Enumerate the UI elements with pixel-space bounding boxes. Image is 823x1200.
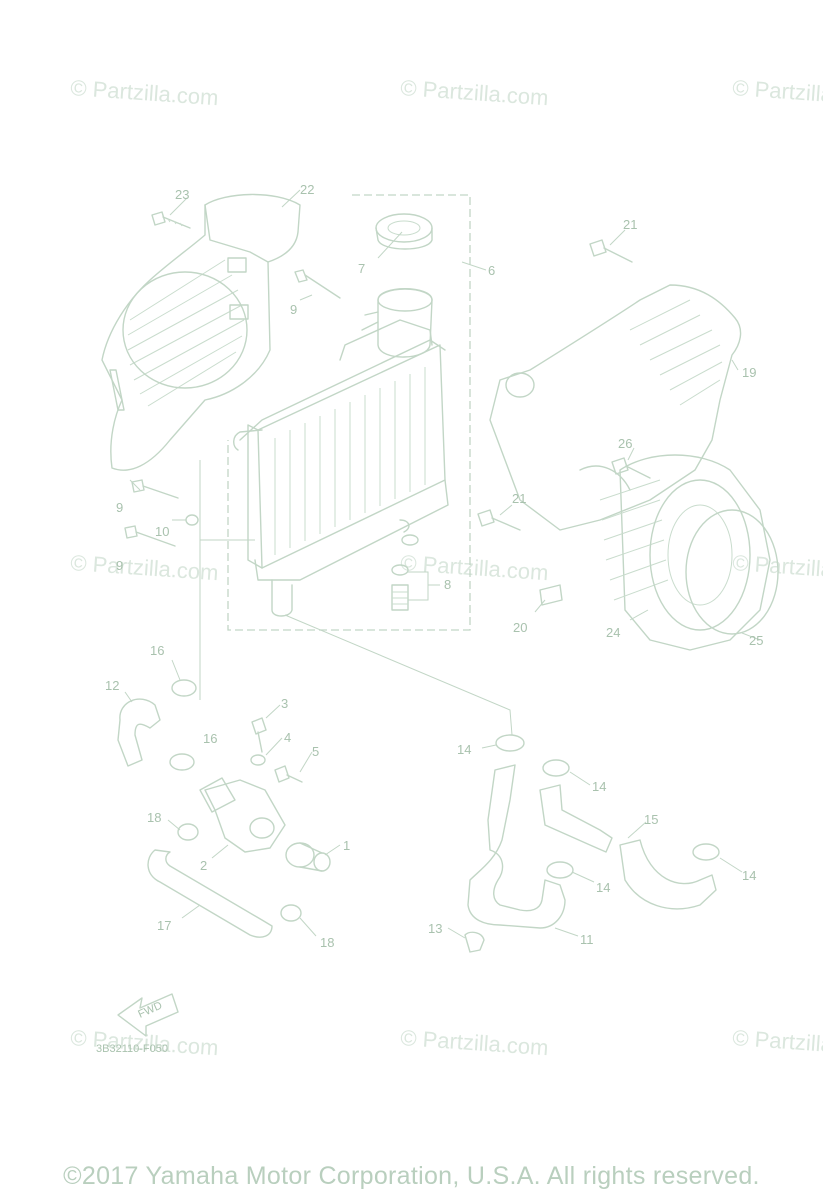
callout-26: 26 [618,436,632,451]
callout-14: 14 [592,779,606,794]
bolt-part-26 [611,457,651,479]
callout-24: 24 [606,625,620,640]
callout-1: 1 [343,838,350,853]
housing-part-19 [489,284,742,531]
shroud-part-24 [599,454,771,651]
callout-19: 19 [742,365,756,380]
callout-12: 12 [105,678,119,693]
callout-25: 25 [749,633,763,648]
callout-10: 10 [155,524,169,539]
clip-part-13 [464,931,485,953]
clamps-part-16 [169,679,197,771]
callout-2: 2 [200,858,207,873]
callout-8: 8 [444,577,451,592]
callout-15: 15 [644,812,658,827]
callout-23: 23 [175,187,189,202]
callout-14: 14 [742,868,756,883]
callout-5: 5 [312,744,319,759]
copyright-notice: ©2017 Yamaha Motor Corporation, U.S.A. A… [63,1162,760,1190]
callout-22: 22 [300,182,314,197]
callout-18: 18 [147,810,161,825]
callout-6: 6 [488,263,495,278]
watermark: © Partzilla.com [732,75,823,110]
bolts-part-21 [477,239,633,531]
thermostat-part-1 [285,842,331,872]
callout-16: 16 [203,731,217,746]
clamps-part-18 [177,823,302,922]
watermark: © Partzilla.com [400,75,550,110]
callout-9: 9 [290,302,297,317]
radiator-core [233,319,449,617]
watermark: © Partzilla.com [70,550,220,585]
bolts-part-9 [124,269,341,547]
hose-part-11 [467,764,566,929]
screw-part-3 [251,717,267,753]
grommet-part-20 [539,584,563,606]
watermark: © Partzilla.com [732,1025,823,1060]
callout-13: 13 [428,921,442,936]
hose-part-15 [539,784,717,910]
washer-part-4 [250,754,266,766]
fan-cover-part-22 [101,193,301,471]
thermostat-housing-part-2 [199,777,286,853]
watermarks: © Partzilla.com © Partzilla.com © Partzi… [70,75,823,1060]
bolt-part-5 [274,765,303,783]
callout-21: 21 [623,217,637,232]
leader-lines [124,189,761,939]
watermark: © Partzilla.com [400,1025,550,1060]
callout-4: 4 [284,730,291,745]
callout-21: 21 [512,491,526,506]
callouts: 1 2 3 4 5 6 7 8 9 9 9 10 11 12 13 14 14 … [105,182,763,950]
drain-bolt-part-8 [391,534,440,611]
callout-18: 18 [320,935,334,950]
radiator-assembly-frame [227,194,471,631]
callout-9: 9 [116,558,123,573]
callout-16: 16 [150,643,164,658]
callout-14: 14 [457,742,471,757]
callout-11: 11 [580,932,594,947]
diagram-code: 3B32110-F050 [96,1043,168,1055]
screw-part-23 [151,211,191,229]
callout-20: 20 [513,620,527,635]
watermark: © Partzilla.com [70,75,220,110]
clamps-part-14 [495,734,720,879]
callout-3: 3 [281,696,288,711]
callout-17: 17 [157,918,171,933]
hose-part-12 [117,698,161,767]
callout-7: 7 [358,261,365,276]
hose-part-17 [147,849,273,938]
callout-9: 9 [116,500,123,515]
radiator-cap-part-7 [361,213,433,358]
watermark: © Partzilla.com [400,550,550,585]
callout-14: 14 [596,880,610,895]
seal-part-25 [685,509,779,635]
